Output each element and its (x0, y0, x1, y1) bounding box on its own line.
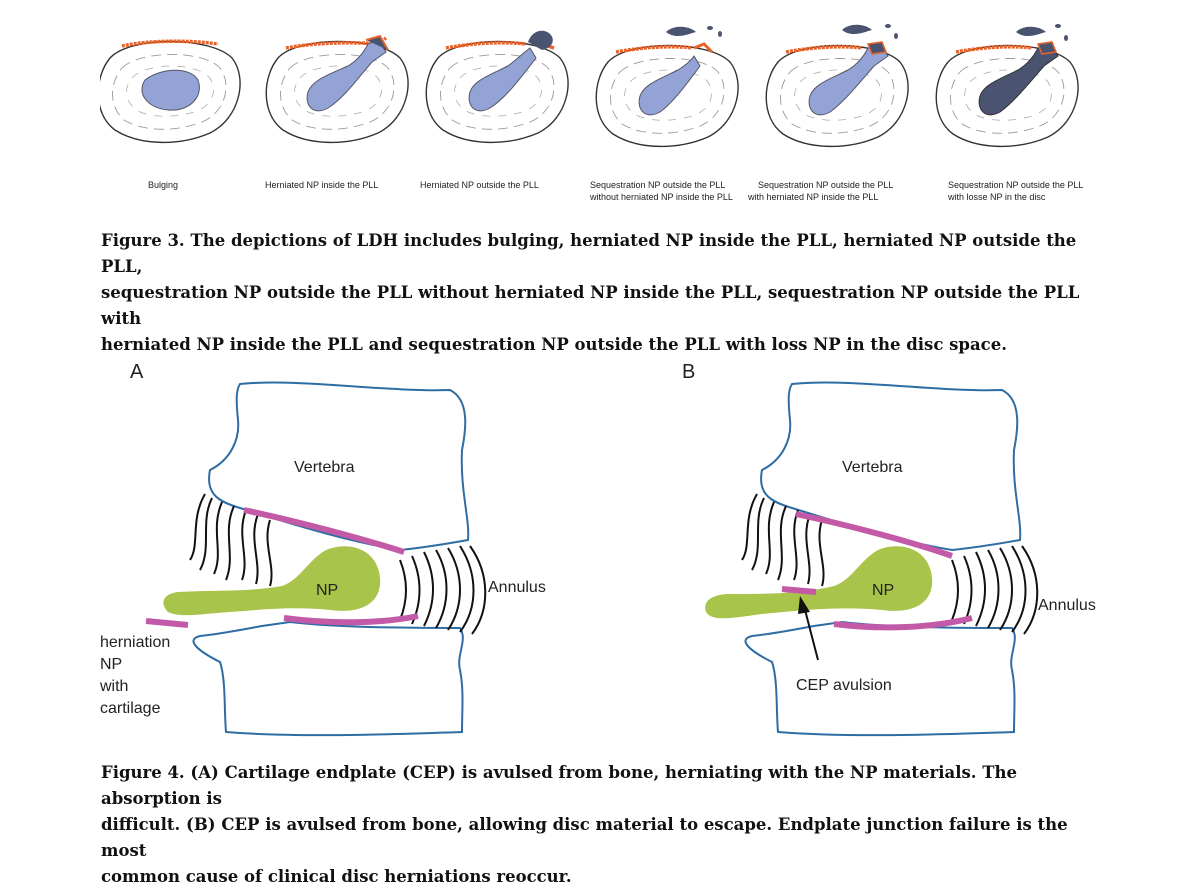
vertebra-label: Vertebra (294, 459, 355, 476)
stage-herniated-outside-pll (425, 30, 569, 144)
lower-vertebra (192, 620, 464, 737)
stage-herniated-inside-pll (265, 34, 409, 144)
stage-sequestration-loose-np (935, 24, 1079, 148)
stage-label-bulging: Bulging (148, 180, 178, 190)
figure-4-illustration: A Vertebra NP (99, 361, 1096, 737)
panel-a-letter: A (130, 361, 144, 383)
figure-4-caption: Figure 4. (A) Cartilage endplate (CEP) i… (101, 760, 1101, 890)
nucleus-pulposus (163, 546, 381, 616)
caption-line: herniated NP inside the PLL and sequestr… (101, 335, 1007, 354)
panel-b-letter: B (682, 361, 695, 383)
caption-line: Figure 3. The depictions of LDH includes… (101, 231, 1077, 276)
stage-label-herniated-inside: Herniated NP inside the PLL (265, 180, 378, 190)
caption-line: difficult. (B) CEP is avulsed from bone,… (101, 815, 1068, 860)
cep-avulsion-arrow (798, 596, 819, 661)
cartilage-endplate-lower (283, 613, 419, 626)
stage-label-seq-with-line1: Sequestration NP outside the PLL (758, 180, 893, 190)
annulus-label: Annulus (488, 579, 546, 596)
lower-vertebra (744, 620, 1016, 737)
herniation-label-line: with (99, 678, 128, 695)
cartilage-endplate-upper (243, 507, 405, 555)
upper-vertebra (760, 381, 1022, 552)
figure-3-illustration: Bulging Herniated NP inside the PLL Hern… (100, 24, 1083, 202)
upper-vertebra (208, 381, 470, 552)
stage-label-seq-without-line2: without herniated NP inside the PLL (589, 192, 733, 202)
herniation-label-line: cartilage (100, 700, 161, 717)
stage-label-seq-without-line1: Sequestration NP outside the PLL (590, 180, 725, 190)
stage-label-seq-with-line2: with herniated NP inside the PLL (747, 192, 878, 202)
panel-a: A Vertebra NP (99, 361, 546, 737)
panel-b: B Vertebra NP (682, 361, 1096, 737)
stage-sequestration-with-herniation (765, 24, 909, 148)
stage-sequestration-without-herniation (595, 26, 739, 148)
stage-bulging (100, 39, 241, 144)
cep-avulsion-label: CEP avulsion (796, 677, 892, 694)
herniated-cartilage-fragment (145, 618, 189, 628)
annulus-fibers-right (951, 545, 1039, 635)
annulus-fibers-left (189, 493, 273, 587)
caption-line: common cause of clinical disc herniation… (101, 867, 572, 886)
annulus-fibers-right (399, 545, 487, 635)
vertebra-label: Vertebra (842, 459, 903, 476)
stage-label-seq-loose-line1: Sequestration NP outside the PLL (948, 180, 1083, 190)
cartilage-endplate-upper (795, 511, 953, 559)
herniation-label-line: NP (100, 656, 122, 673)
annulus-label: Annulus (1038, 597, 1096, 614)
np-label: NP (316, 582, 338, 599)
stage-label-seq-loose-line2: with losse NP in the disc (947, 192, 1046, 202)
stage-label-herniated-outside: Herniated NP outside the PLL (420, 180, 539, 190)
herniation-label-line: herniation (100, 634, 170, 651)
figure-3-caption: Figure 3. The depictions of LDH includes… (101, 228, 1101, 358)
caption-line: Figure 4. (A) Cartilage endplate (CEP) i… (101, 763, 1018, 808)
np-label: NP (872, 582, 894, 599)
nucleus-pulposus (705, 546, 933, 619)
cartilage-endplate-lower (833, 615, 973, 631)
annulus-fibers-left (741, 493, 825, 587)
avulsed-cep-fragment (781, 586, 817, 595)
caption-line: sequestration NP outside the PLL without… (101, 283, 1080, 328)
